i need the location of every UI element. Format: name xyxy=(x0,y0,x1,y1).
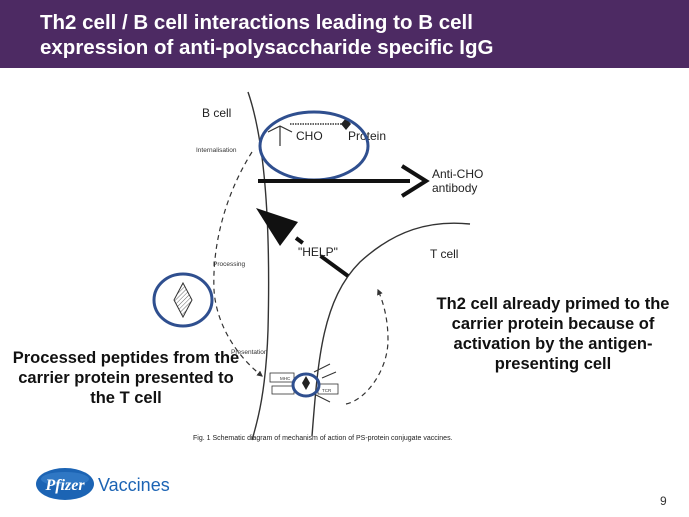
anti-cho-label-line-2: antibody xyxy=(432,181,477,195)
pfizer-vaccines-logo: Pfizer Vaccines xyxy=(36,468,170,500)
mhc-label: MHC xyxy=(280,376,291,381)
anti-cho-antibody-arrow xyxy=(258,164,430,198)
help-arrow xyxy=(256,208,350,278)
slide-title-line-1: Th2 cell / B cell interactions leading t… xyxy=(40,11,473,34)
pfizer-brand-text: Pfizer xyxy=(44,477,85,494)
antigen-highlight-circle xyxy=(258,110,370,182)
th2-primed-note: Th2 cell already primed to the carrier p… xyxy=(436,295,670,373)
t-cell-priming-path xyxy=(345,288,389,405)
internalisation-label: Internalisation xyxy=(196,147,237,154)
peptide-presentation-note: Processed peptides from the carrier prot… xyxy=(12,349,240,407)
mechanism-diagram: B cell T cell Internalisation Processing… xyxy=(152,91,483,442)
internalisation-path xyxy=(213,151,263,377)
anti-cho-label-line-1: Anti-CHO xyxy=(432,167,483,181)
slide-title-line-2: expression of anti-polysaccharide specif… xyxy=(40,36,494,59)
t-cell-membrane xyxy=(311,222,471,437)
cho-label: CHO xyxy=(296,129,323,143)
title-bar: Th2 cell / B cell interactions leading t… xyxy=(0,0,689,68)
presentation-highlight-circle xyxy=(291,372,321,398)
peptide-highlight-circle xyxy=(152,272,214,328)
processing-label: Processing xyxy=(213,261,246,268)
b-cell-label: B cell xyxy=(202,106,231,120)
help-label: "HELP" xyxy=(298,245,338,259)
vaccines-text: Vaccines xyxy=(98,475,170,495)
processed-peptide-icon xyxy=(173,281,193,319)
presentation-label: Presentation xyxy=(231,349,268,356)
figure-caption: Fig. 1 Schematic diagram of mechanism of… xyxy=(193,435,453,442)
page-number: 9 xyxy=(660,494,667,508)
tcr-label: TCR xyxy=(322,388,332,393)
slide-title: Th2 cell / B cell interactions leading t… xyxy=(40,10,680,60)
t-cell-label: T cell xyxy=(430,247,458,261)
b-cell-membrane xyxy=(247,91,270,441)
